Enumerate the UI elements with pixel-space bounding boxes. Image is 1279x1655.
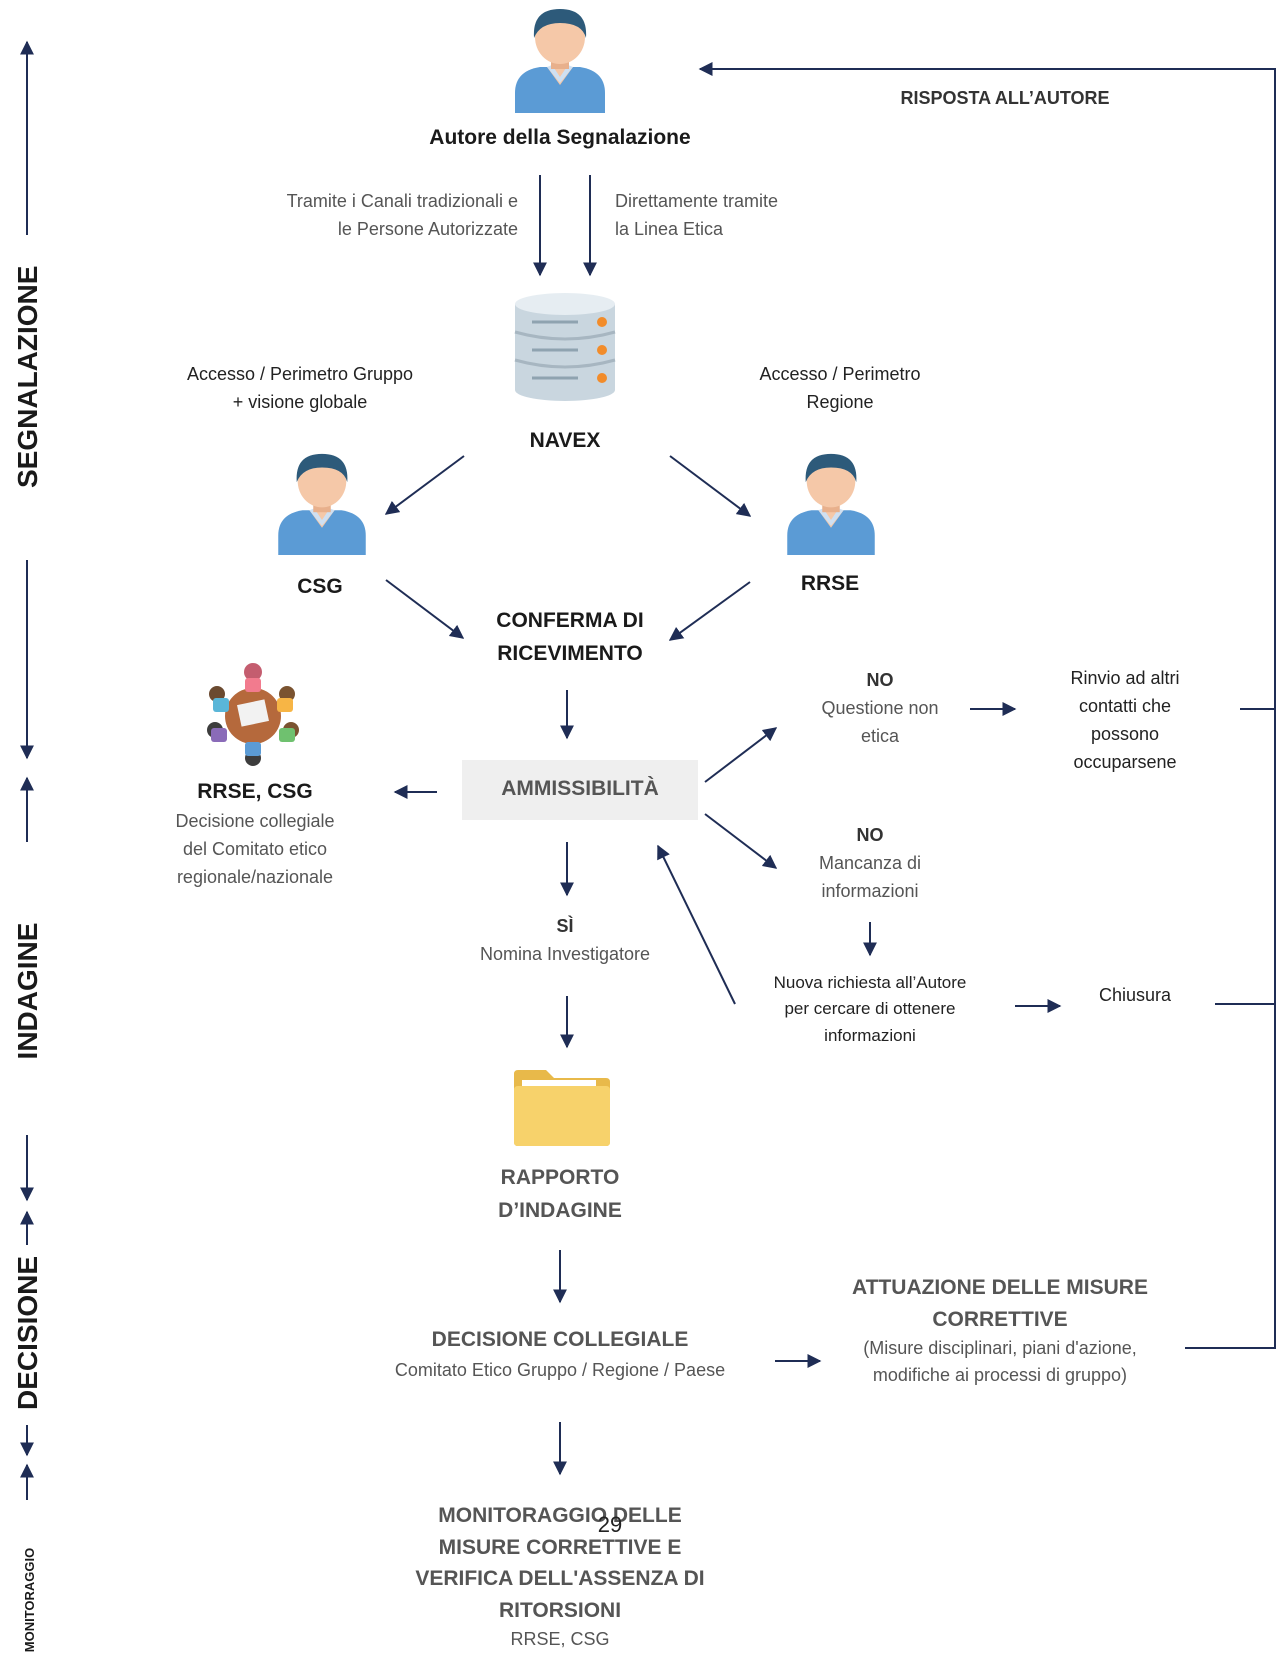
no-info-node: NO Mancanza di informazioni: [818, 825, 922, 901]
navex-to-csg-arrow: [384, 455, 465, 515]
author-label: Autore della Segnalazione: [429, 126, 691, 149]
admissibility-to-no-info-arrow: [704, 813, 778, 869]
section-label-segnalazione: SEGNALAZIONE: [12, 265, 43, 488]
committee-group-icon: [207, 663, 299, 766]
closure-label: Chiusura: [1098, 985, 1172, 1005]
page-number: 29: [597, 1512, 623, 1537]
csg-label: CSG: [297, 575, 343, 598]
yes-node: SÌ Nomina Investigatore: [479, 916, 651, 964]
committee-title: RRSE, CSG: [197, 780, 313, 803]
request-to-admissibility-arrow: [657, 844, 736, 1005]
author-person-icon: [515, 9, 605, 113]
decision-node: DECISIONE COLLEGIALE Comitato Etico Grup…: [394, 1328, 726, 1380]
rrse-to-confirm-arrow: [668, 581, 751, 641]
section-label-indagine: INDAGINE: [12, 922, 43, 1060]
no-ethics-node: NO Questione non etica: [821, 670, 939, 746]
section-label-decisione: DECISIONE: [12, 1255, 43, 1410]
section-label-monitoraggio: MONITORAGGIO: [22, 1547, 37, 1653]
admissibility-to-no-ethics-arrow: [704, 727, 778, 783]
admissibility-label: AMMISSIBILITÀ: [501, 777, 659, 800]
csg-person-icon: [278, 453, 366, 555]
csg-to-confirm-arrow: [385, 579, 465, 639]
measures-node: ATTUAZIONE DELLE MISURE CORRETTIVE (Misu…: [852, 1276, 1148, 1385]
rrse-label: RRSE: [800, 572, 860, 595]
database-icon: [514, 293, 616, 401]
navex-label: NAVEX: [529, 429, 601, 452]
navex-to-rrse-arrow: [669, 455, 752, 517]
admissibility-box: [462, 760, 698, 820]
folder-icon: [514, 1070, 610, 1146]
access-group-text: Accesso / Perimetro Gruppo+ visione glob…: [186, 364, 414, 412]
rrse-person-icon: [787, 453, 875, 555]
response-label: RISPOSTA ALL’AUTORE: [900, 88, 1110, 108]
monitoring-node: MONITORAGGIO DELLE MISURE CORRETTIVE E V…: [415, 1504, 705, 1649]
